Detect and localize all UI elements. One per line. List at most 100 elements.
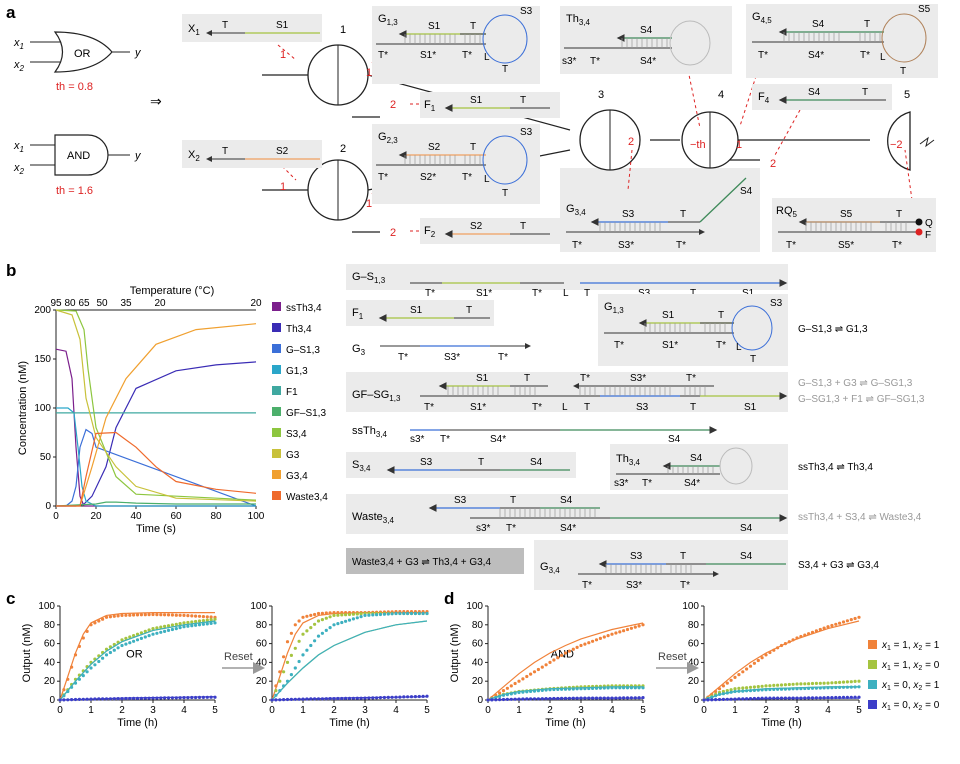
data-point (625, 686, 630, 690)
data-point (591, 639, 595, 643)
data-point (332, 697, 336, 701)
data-point (525, 697, 529, 701)
data-point (394, 611, 398, 616)
x-tick-label: 0 (701, 705, 707, 716)
data-point (174, 622, 178, 626)
species-gf-sg13-domain-t-2: T (584, 402, 590, 413)
data-point (97, 619, 101, 623)
data-point (741, 697, 745, 701)
data-point (132, 613, 136, 617)
y-tick-label: 0 (49, 695, 55, 706)
data-point (807, 696, 811, 700)
data-point (201, 622, 205, 626)
data-point (810, 681, 815, 686)
data-point (845, 685, 850, 689)
species-waste34-domain-t: T (510, 495, 516, 506)
top-tick-label: 95 (50, 298, 62, 309)
data-point (721, 689, 726, 694)
data-point (309, 626, 313, 630)
data-point (622, 696, 626, 700)
data-point (594, 696, 599, 700)
species-g34-domain-tstar-2: T* (680, 580, 690, 591)
data-point (637, 624, 641, 628)
data-point (521, 690, 525, 694)
data-point (721, 684, 726, 688)
species-g13-domain-l: L (736, 342, 742, 353)
data-point (752, 696, 757, 701)
data-point (517, 690, 521, 695)
data-point (729, 678, 733, 682)
strand-g45-label: G4,5 (752, 11, 772, 25)
strand-g13-a-label: G1,3 (378, 13, 398, 27)
data-point (166, 613, 171, 617)
data-point (725, 697, 729, 701)
data-point (347, 612, 352, 617)
species-g-s13-domain-l: L (563, 288, 569, 299)
data-point (85, 629, 89, 634)
data-point (112, 697, 116, 701)
data-point (163, 696, 167, 700)
data-point (532, 689, 537, 693)
data-point (274, 689, 278, 693)
data-point (363, 613, 367, 618)
data-point (382, 612, 386, 616)
data-point (132, 634, 136, 638)
strand-g45-domain-s4: S4 (812, 19, 825, 30)
data-point (733, 697, 737, 701)
data-point (124, 696, 128, 701)
y-tick-label: 60 (44, 639, 56, 650)
data-point (124, 613, 128, 617)
data-point (548, 688, 552, 692)
data-point (625, 627, 630, 632)
reaction-7: Waste3,4 + G3 ⇌ Th3,4 + G3,4 (352, 557, 491, 568)
series-line (55, 501, 256, 507)
x-tick-label: 3 (362, 705, 368, 716)
data-point (367, 613, 371, 617)
data-point (756, 685, 760, 689)
data-point (205, 622, 209, 626)
data-point (725, 681, 729, 685)
data-point (359, 615, 363, 619)
data-point (398, 611, 402, 616)
data-point (112, 648, 116, 652)
data-point (717, 692, 722, 697)
data-point (201, 615, 205, 619)
species-f1-label: F1 (352, 307, 364, 321)
node-2: 2 (307, 143, 369, 221)
legend-swatch (272, 407, 281, 416)
data-point (143, 629, 147, 634)
data-point (838, 695, 842, 700)
data-point (818, 681, 822, 685)
data-point (62, 694, 66, 698)
data-point (702, 698, 706, 702)
data-point (536, 667, 541, 672)
strand-th34-a-domain-s3star: s3* (562, 56, 577, 67)
strand-x2-domain-s2: S2 (276, 146, 289, 157)
data-point (714, 694, 718, 698)
data-point (336, 696, 340, 701)
x-tick-label: 3 (150, 705, 156, 716)
species-g34-domain-s4: S4 (740, 551, 753, 562)
data-point (282, 684, 286, 688)
data-point (803, 682, 807, 686)
strand-g23-a-domain-tstar-2: T* (462, 172, 472, 183)
strand-g23-a-domain-s2star: S2* (420, 172, 436, 183)
data-point (710, 695, 714, 699)
or-gate-label: OR (74, 48, 91, 60)
data-point (170, 627, 174, 632)
data-point (748, 685, 753, 689)
data-point (830, 681, 834, 685)
strand-f2: F2 S2 T (420, 218, 560, 244)
data-point (120, 697, 124, 701)
data-point (857, 695, 861, 699)
data-point (498, 691, 502, 695)
data-point (745, 686, 749, 690)
strand-g13-a-domain-s3: S3 (520, 6, 533, 17)
legend-label: GF–S1,3 (286, 408, 326, 419)
y-tick-label: 60 (688, 639, 700, 650)
data-point (328, 697, 332, 701)
data-point (186, 614, 190, 618)
x-tick-label: 20 (90, 511, 102, 522)
data-point (618, 630, 622, 634)
